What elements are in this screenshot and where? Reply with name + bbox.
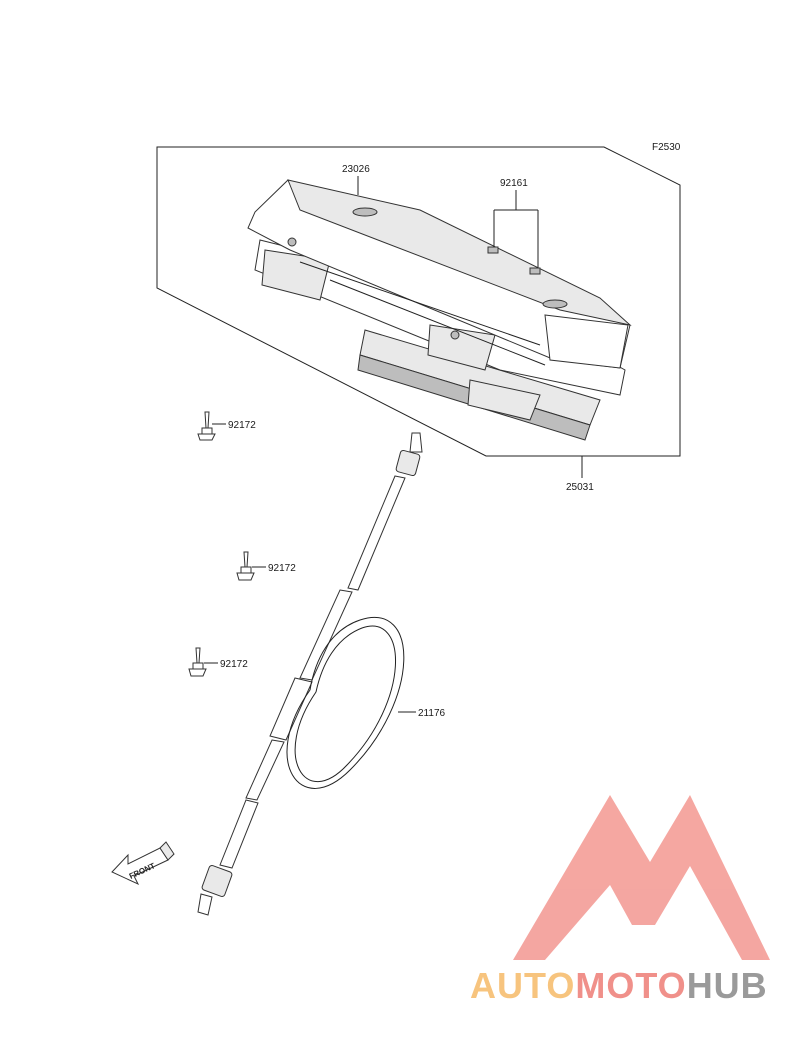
cable-upper-section: [347, 475, 406, 591]
center-bracket: [427, 324, 496, 371]
cable-lower-section: [245, 739, 285, 801]
label-25031: 25031: [566, 482, 594, 493]
cable-lower-tip: [197, 893, 213, 916]
watermark-auto: AUTO: [470, 965, 575, 1006]
label-21176: 21176: [418, 708, 446, 719]
top-face: [287, 179, 632, 326]
bulb-socket-2: [529, 267, 541, 275]
bottom-bracket: [467, 379, 541, 421]
screw-icon: [188, 647, 207, 677]
cable-loop-inner: [294, 625, 396, 783]
seam-line-2: [329, 279, 546, 366]
label-screw-3: 92172: [220, 659, 248, 670]
right-end-cap: [544, 314, 629, 369]
mount-hole-left: [287, 237, 297, 247]
top-hole-right: [542, 299, 568, 309]
bulb-socket-1: [487, 246, 499, 254]
top-hole-left: [352, 207, 378, 217]
screw-icon: [236, 551, 255, 581]
label-23026: 23026: [342, 164, 370, 175]
speedometer-cable-illustration: [197, 432, 423, 916]
screw-icon: [197, 411, 216, 441]
label-92161: 92161: [500, 178, 528, 189]
watermark-hub: HUB: [687, 965, 768, 1006]
cable-loop-outer: [286, 617, 405, 789]
watermark-logo: [513, 795, 770, 960]
cable-upper-tip: [409, 432, 423, 453]
logo-inner-cut: [560, 895, 650, 960]
assembly-outline: [156, 146, 681, 457]
mount-hole-center: [450, 330, 460, 340]
cable-sleeve: [269, 677, 313, 741]
meter-assembly-illustration: [247, 179, 632, 441]
label-screw-1: 92172: [228, 420, 256, 431]
cable-upper-nut: [395, 449, 421, 477]
cable-lower-nut: [201, 865, 233, 897]
watermark-moto: MOTO: [575, 965, 686, 1006]
watermark-text: AUTOMOTOHUB: [470, 965, 768, 1006]
figure-code: F2530: [652, 142, 681, 153]
front-arrow-icon: FRONT: [111, 841, 175, 886]
label-screw-2: 92172: [268, 563, 296, 574]
cable-lower-housing: [219, 799, 259, 869]
logo-triangle-icon: [513, 795, 770, 960]
seam-line: [299, 261, 541, 346]
cable-middle-section: [299, 589, 353, 681]
